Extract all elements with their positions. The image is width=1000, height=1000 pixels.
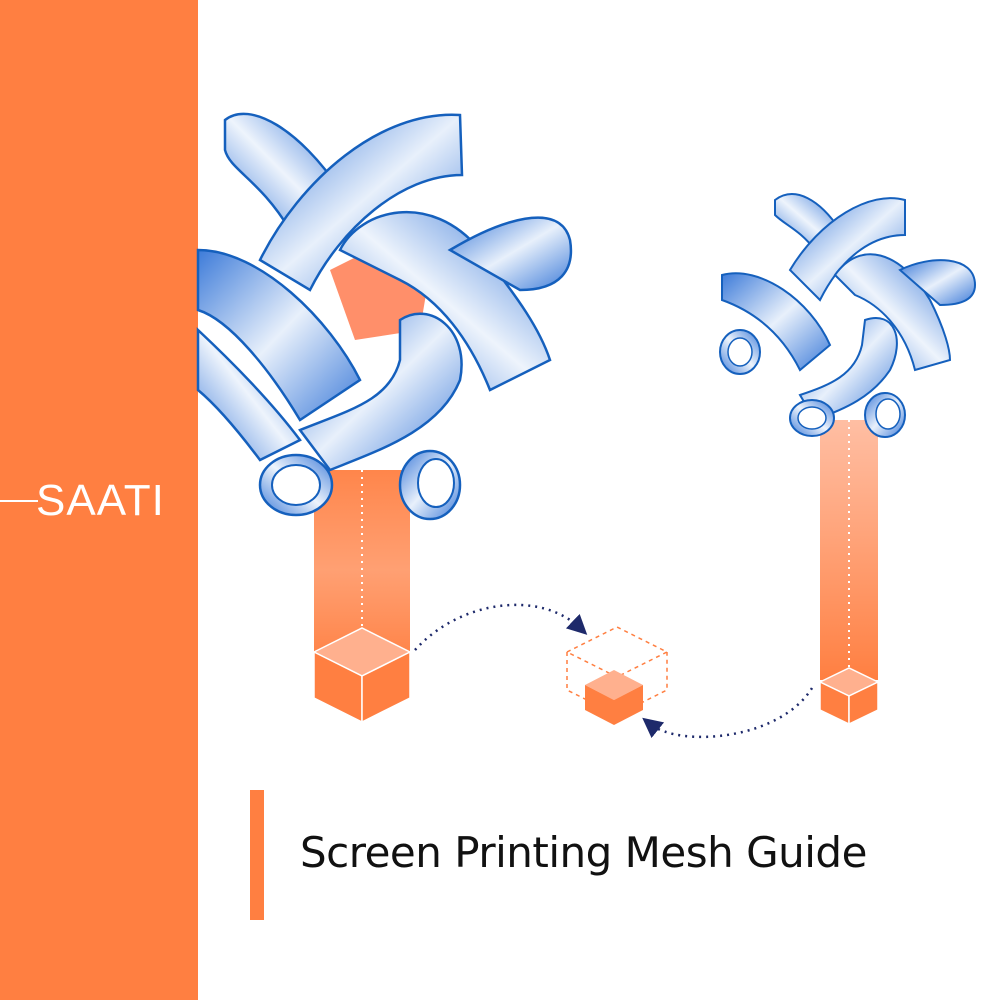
coarse-mesh-weave-icon (196, 112, 573, 724)
fine-open-area-pillar (820, 420, 878, 680)
logo-line (0, 500, 38, 502)
fine-volume-cube (818, 667, 880, 726)
brand-sidebar: SAATI (0, 0, 198, 1000)
page-title: Screen Printing Mesh Guide (300, 828, 867, 877)
saati-logo: SAATI (0, 476, 198, 526)
curved-arrow-icon (642, 687, 814, 739)
volume-cube-icon (565, 626, 669, 725)
logo-text: SAATI (36, 476, 165, 525)
title-accent-bar (250, 790, 264, 920)
curved-arrow-icon (414, 603, 588, 651)
title-block: Screen Printing Mesh Guide (250, 790, 970, 920)
fine-mesh-weave-icon (719, 193, 977, 726)
coarse-volume-cube (312, 627, 412, 724)
